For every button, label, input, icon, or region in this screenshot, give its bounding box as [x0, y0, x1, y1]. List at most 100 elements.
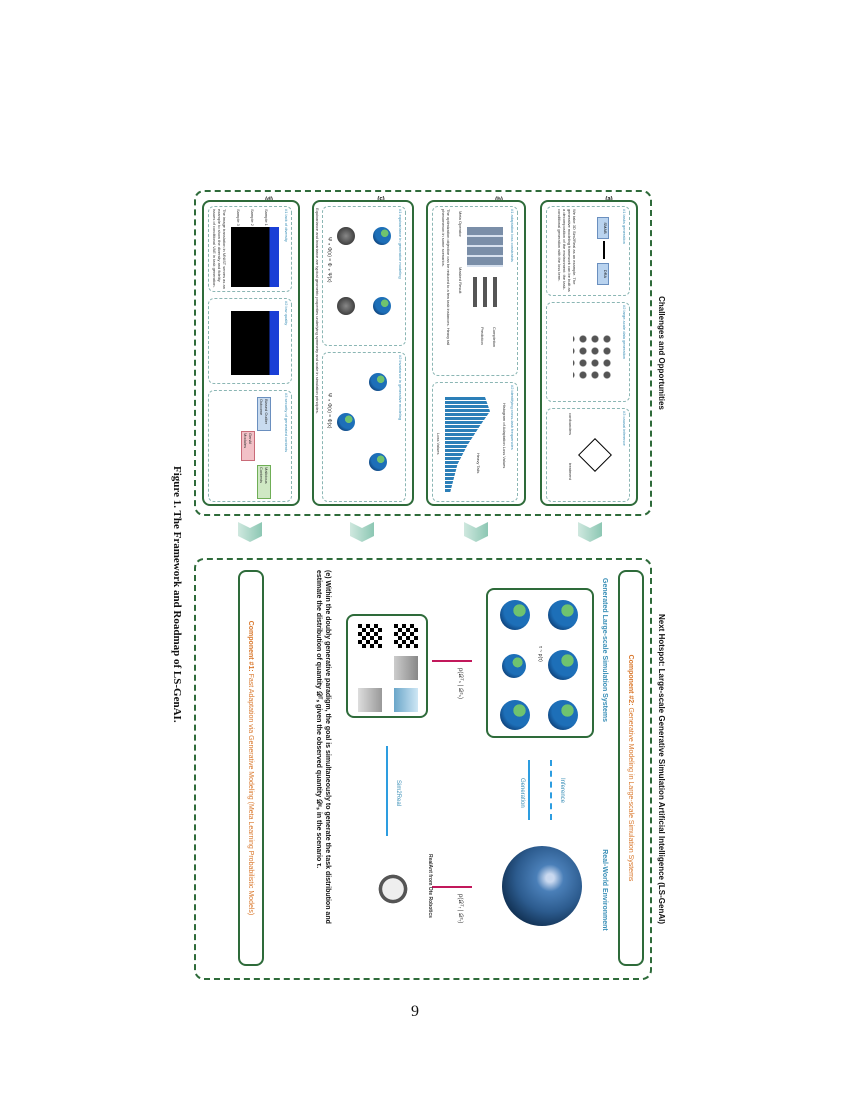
moon-icon — [337, 297, 355, 315]
row-a-caption: We take 3D Sim2Real as an example. The g… — [557, 209, 577, 292]
real-dist-label: p(𝒟ᵀᵣ | 𝒟ᶜᵣ) — [457, 894, 463, 924]
sim2real-arrow — [386, 746, 388, 836]
row-c-equivariance: #1 equivariance in generative modeling Ψ… — [322, 206, 406, 346]
component-1-box: Component #1: Fast Adaptation via Genera… — [238, 570, 264, 966]
generation-label: Generation — [519, 778, 525, 808]
sample-label-2: Sample 2 — [250, 209, 255, 226]
row-d-diversity: #1 lack of diversity Sample 1 Sample 2 S… — [208, 206, 292, 292]
row-c-box: #1 equivariance in generative modeling Ψ… — [312, 200, 414, 506]
sample-label-1: Sample 1 — [264, 209, 269, 226]
row-c-invariance: #2 invariance in generative modeling Ψ ∘… — [322, 352, 406, 502]
inference-arrow — [548, 760, 552, 820]
row-b-caption: The optimization objective can be reduce… — [441, 209, 451, 346]
row-d-box: #1 lack of diversity Sample 1 Sample 2 S… — [202, 200, 300, 506]
row-b-histogram: #2 identifying cross-task frequencies Hi… — [432, 382, 518, 502]
component-2-text: Component #2: Generative Modeling in Lar… — [627, 572, 634, 964]
smab-box: SMAB — [597, 217, 609, 239]
row-d-security: #3 security of generated contents Biased… — [208, 390, 292, 502]
equation-equivariance: Ψ ∘ Φ(x) = Φ ∘ Ψ(x) — [326, 237, 332, 283]
equation-invariance: Ψ ∘ Φ(x) = Φ(x) — [326, 393, 332, 429]
sim-images-box — [346, 614, 428, 718]
component-2-desc: Generative Modeling in Large-scale Simul… — [627, 707, 634, 882]
row-c-subtitle-1: #1 equivariance in generative modeling — [398, 209, 403, 279]
ls-genai-title: Next Hotspot: Large-scale Generative Sim… — [657, 614, 666, 924]
figure-1: Challenges and Opportunities (a) #1 task… — [194, 190, 666, 980]
row-a-box: #1 tasks generation SMAB DRA We take 3D … — [540, 200, 638, 506]
description-text: (e) Within the doubly generative paradig… — [315, 570, 331, 924]
sim-ant-image — [394, 688, 418, 712]
checkerboard-image — [394, 624, 418, 648]
real-world-title: Real-World Environment — [601, 849, 608, 931]
row-c-subtitle-2: #2 invariance in generative modeling — [398, 355, 403, 421]
histogram-bars — [445, 397, 495, 493]
generated-systems-box: τ ~ p(τ) — [486, 588, 594, 738]
dra-label: DRA — [603, 269, 608, 279]
histogram-xlabel: Loss Values — [436, 433, 441, 455]
security-genai: GenAI Modules — [241, 431, 255, 461]
globe-icon — [548, 600, 578, 630]
globe-icon — [548, 650, 578, 680]
meta-grid-icon — [467, 227, 503, 267]
globe-icon — [502, 654, 526, 678]
component-1-desc: Fast Adaptation via Generative Modeling … — [247, 673, 254, 916]
row-d-subtitle-3: #3 security of generated contents — [284, 393, 289, 453]
histogram-annotation: Heavy Tails — [476, 453, 481, 474]
component-1-text: Component #1: Fast Adaptation via Genera… — [247, 572, 254, 964]
checkerboard-image — [394, 656, 418, 680]
row-d-subtitle-1: #1 lack of diversity — [284, 209, 289, 242]
page-number: 9 — [411, 1003, 419, 1020]
globe-icon — [500, 600, 530, 630]
component-1-label: Component #1: — [247, 620, 254, 672]
globe-icon — [337, 413, 355, 431]
histogram-title: Histogram of Adaptation Loss Values — [502, 403, 507, 469]
earth-image — [502, 846, 582, 926]
mnist-grid-diversity — [231, 227, 279, 287]
arrow-icon — [603, 241, 605, 259]
sim-ant-image — [358, 688, 382, 712]
row-a-data-gen: #2 large-scale data generation — [546, 302, 630, 402]
sim-dist-arrow — [432, 660, 472, 662]
row-a-tasks: #1 tasks generation SMAB DRA We take 3D … — [546, 206, 630, 296]
causal-label-confounders: confounders — [568, 413, 573, 436]
smab-label: SMAB — [603, 222, 608, 234]
causal-label-treatment: treatment — [568, 463, 573, 480]
label-meta-operator: Meta Operator — [458, 211, 463, 237]
dot-grid-icon — [573, 333, 613, 383]
moon-icon — [337, 227, 355, 245]
tau-label: τ ~ p(τ) — [537, 646, 543, 662]
generated-title: Generated Large-scale Simulation Systems — [601, 578, 608, 722]
row-a-subtitle-1: #1 tasks generation — [622, 209, 627, 244]
row-b-box: #1 adaptation loss constraints Meta Oper… — [426, 200, 526, 506]
generation-arrow — [528, 760, 530, 820]
row-a-subtitle-3: #3 causal inference — [622, 411, 627, 446]
inference-label: Inference — [559, 778, 565, 804]
sample-label-3: Sample 3 — [236, 209, 241, 226]
component-2-box: Component #2: Generative Modeling in Lar… — [618, 570, 644, 966]
globe-icon — [373, 227, 391, 245]
label-completion: Completion — [492, 327, 497, 348]
security-malicious: Malicious Contents — [257, 465, 271, 499]
checkerboard-image — [358, 624, 382, 648]
sim2real-label: Sim2Real — [395, 780, 401, 807]
globe-icon — [369, 373, 387, 391]
row-d-subtitle-2: #2 low quality — [284, 301, 289, 326]
row-a-causal: #3 causal inference confounders treatmen… — [546, 408, 630, 502]
row-d-caption: The image translation in MNIST serves as… — [212, 209, 227, 289]
row-b-subtitle-2: #2 identifying cross-task frequencies — [510, 385, 515, 450]
globe-icon — [369, 453, 387, 471]
component-2-label: Component #2: — [627, 654, 634, 706]
real-dist-arrow — [432, 886, 472, 888]
figure-caption: Figure 1. The Framework and Roadmap of L… — [171, 466, 183, 723]
row-c-caption: Equivariance and invariance are typical … — [315, 208, 320, 414]
sim-dist-label: p(𝒟ᵀₛ | 𝒟ᶜₛ) — [457, 668, 463, 699]
security-biased: Biased Outlier Outcome — [257, 397, 271, 431]
robot-image — [368, 864, 418, 914]
robot-caption: RealAnt from Ote Robotics — [427, 854, 433, 918]
challenges-title: Challenges and Opportunities — [657, 296, 666, 410]
masked-grid-icon — [467, 277, 503, 307]
row-d-quality: #2 low quality — [208, 298, 292, 384]
row-b-loss: #1 adaptation loss constraints Meta Oper… — [432, 206, 518, 376]
label-prediction: Prediction — [480, 327, 485, 345]
globe-icon — [373, 297, 391, 315]
dra-box: DRA — [597, 263, 609, 285]
